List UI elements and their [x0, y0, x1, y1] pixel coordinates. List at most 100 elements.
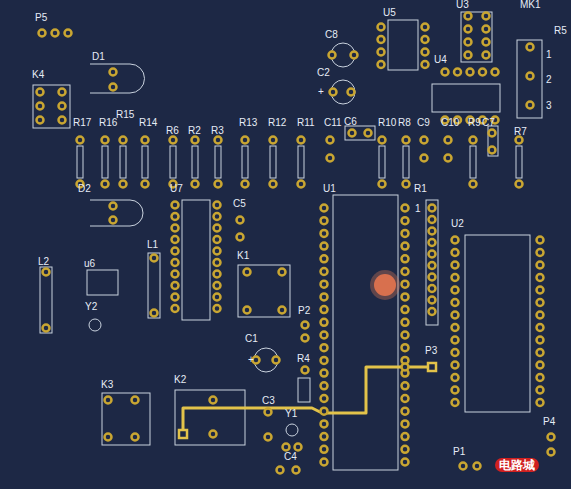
- pad: [429, 274, 436, 281]
- resistor-body: [170, 146, 176, 178]
- resistor-body: [470, 146, 476, 178]
- pad: [474, 463, 481, 470]
- pad: [283, 444, 290, 451]
- resistor-body: [242, 146, 248, 178]
- part-designator: P4: [543, 417, 555, 427]
- pad: [279, 269, 286, 276]
- pad: [321, 230, 328, 237]
- part-designator: U1: [323, 184, 336, 194]
- pad: [172, 259, 179, 266]
- pad: [548, 434, 555, 441]
- pad: [489, 147, 496, 154]
- pad: [172, 202, 179, 209]
- pad: [120, 181, 127, 188]
- pad: [452, 312, 459, 319]
- pad: [351, 52, 358, 59]
- part-designator: K4: [32, 70, 44, 80]
- pad: [467, 69, 474, 76]
- pad: [302, 322, 309, 329]
- pad: [321, 268, 328, 275]
- resistor-body: [516, 146, 522, 178]
- pad: [43, 269, 50, 276]
- part-designator: R12: [268, 118, 286, 128]
- part-designator: R7: [514, 127, 527, 137]
- pad: [402, 382, 409, 389]
- pad: [403, 137, 410, 144]
- pad: [452, 299, 459, 306]
- pad: [516, 181, 523, 188]
- pad: [402, 306, 409, 313]
- pad: [379, 137, 386, 144]
- part-designator: L1: [147, 240, 158, 250]
- pad: [172, 271, 179, 278]
- pad: [214, 271, 221, 278]
- pad: [483, 52, 490, 59]
- pad: [293, 467, 300, 474]
- pad: [302, 367, 309, 374]
- pad: [214, 236, 221, 243]
- pad: [214, 294, 221, 301]
- pad: [537, 262, 544, 269]
- pad: [402, 446, 409, 453]
- part-designator: K3: [101, 380, 113, 390]
- part-designator: C4: [284, 452, 297, 462]
- pad: [429, 228, 436, 235]
- pad: [237, 234, 244, 241]
- pad: [105, 434, 112, 441]
- pad: [321, 446, 328, 453]
- pad: [192, 181, 199, 188]
- pad: [142, 137, 149, 144]
- part-designator: +: [318, 87, 324, 97]
- pad: [465, 13, 472, 20]
- part-designator: R9: [468, 118, 481, 128]
- pad: [214, 213, 221, 220]
- part-designator: 3: [546, 101, 552, 111]
- pad: [537, 299, 544, 306]
- pad: [470, 181, 477, 188]
- part-designator: L2: [38, 257, 49, 267]
- pad: [242, 137, 249, 144]
- pad: [142, 181, 149, 188]
- pad: [465, 26, 472, 33]
- pad: [132, 434, 139, 441]
- pad: [422, 61, 429, 68]
- part-designator: R10: [378, 118, 396, 128]
- pad: [172, 248, 179, 255]
- part-designator: R11: [297, 118, 315, 128]
- pad: [330, 89, 337, 96]
- pad: [402, 281, 409, 288]
- pad: [454, 69, 461, 76]
- pad: [329, 52, 336, 59]
- part-designator: C5: [233, 199, 246, 209]
- part-designator: Y1: [285, 409, 297, 419]
- part-designator: C2: [317, 68, 330, 78]
- pad: [537, 362, 544, 369]
- part-designator: u6: [84, 259, 95, 269]
- resistor-body: [403, 146, 409, 178]
- pad: [516, 137, 523, 144]
- pad: [378, 61, 385, 68]
- pad: [59, 89, 66, 96]
- pad: [321, 357, 328, 364]
- pad: [321, 243, 328, 250]
- part-designator: D2: [78, 184, 91, 194]
- pad: [214, 202, 221, 209]
- part-designator: U2: [451, 219, 464, 229]
- part-designator: R3: [211, 126, 224, 136]
- part-designator: R17: [73, 118, 91, 128]
- pad: [321, 205, 328, 212]
- pad: [170, 137, 177, 144]
- part-designator: C3: [262, 396, 275, 406]
- pad: [402, 319, 409, 326]
- pad: [537, 399, 544, 406]
- pad: [421, 137, 428, 144]
- part-designator: K2: [174, 375, 186, 385]
- pad: [59, 117, 66, 124]
- square-pad: [179, 430, 187, 438]
- pad: [452, 287, 459, 294]
- part-designator: C6: [344, 117, 357, 127]
- part-designator: R16: [99, 118, 117, 128]
- pad: [402, 293, 409, 300]
- pad: [402, 217, 409, 224]
- part-designator: R5: [554, 26, 567, 36]
